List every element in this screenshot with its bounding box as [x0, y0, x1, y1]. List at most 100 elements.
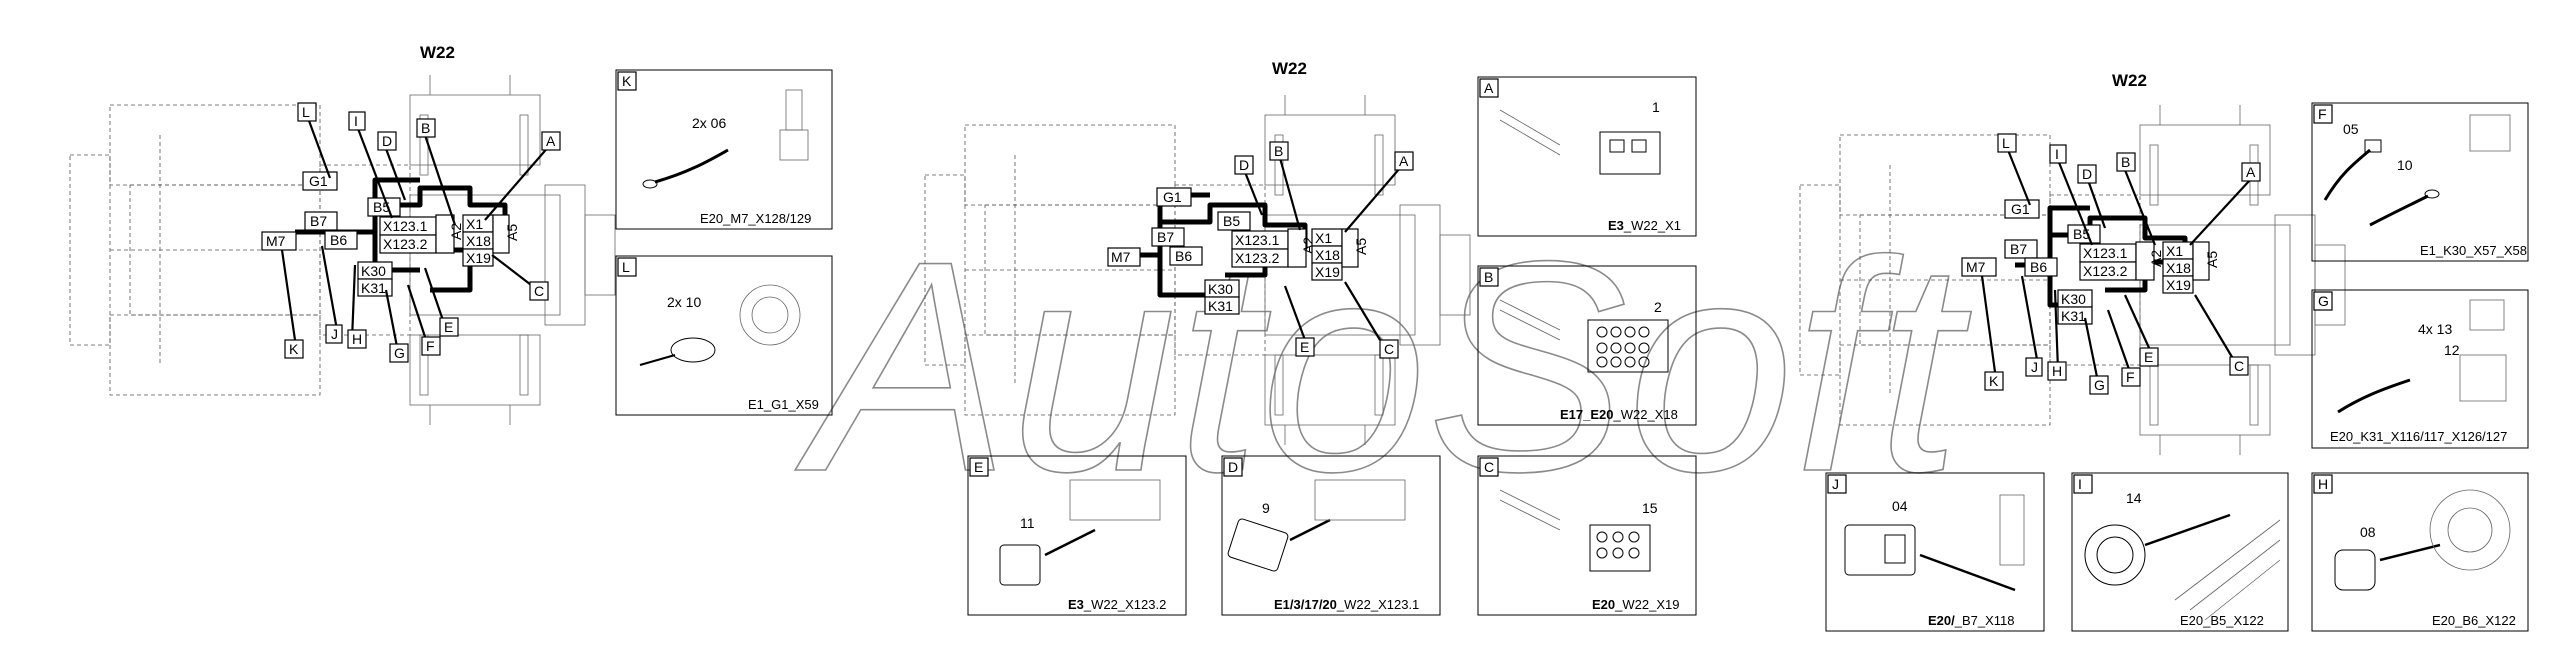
svg-text:A5: A5 [2204, 251, 2220, 268]
watermark-text: AutoSoft [791, 198, 1971, 534]
tag-B: B [2116, 152, 2136, 172]
tag-E: E [2139, 347, 2159, 367]
svg-text:K31: K31 [2061, 308, 2086, 324]
svg-text:I: I [354, 113, 358, 129]
part-caption: E1_G1_X59 [748, 397, 819, 412]
connector-g1: G1 [302, 171, 338, 191]
tag-F: F [2121, 367, 2141, 387]
svg-text:B: B [2121, 154, 2130, 170]
tag-J: J [325, 324, 343, 344]
panel-tag: E [974, 459, 983, 475]
svg-text:X18: X18 [466, 233, 491, 249]
svg-text:A2: A2 [448, 223, 464, 240]
tag-K: K [284, 339, 304, 359]
tag-E: E [1295, 337, 1315, 357]
svg-text:K31: K31 [361, 280, 386, 296]
svg-text:G: G [2094, 377, 2105, 393]
connector-k30: K30 [1204, 279, 1240, 298]
detail-panel-d: D 9 E1/3/17/20_W22_X123.1 [1221, 455, 1441, 616]
connector-m7: M7 [261, 231, 297, 251]
panel-tag: F [2318, 106, 2327, 122]
part-caption: E20_W22_X19 [1592, 597, 1679, 612]
tag-H: H [347, 329, 367, 349]
part-caption: E20_B5_X122 [2180, 613, 2264, 628]
svg-text:K: K [289, 341, 299, 357]
svg-text:B7: B7 [310, 213, 327, 229]
tag-A: A [1394, 151, 1414, 171]
part-quantity-secondary: 12 [2444, 342, 2460, 358]
tag-C: C [2229, 356, 2249, 376]
svg-text:X1: X1 [1315, 230, 1332, 246]
svg-text:A: A [1399, 153, 1409, 169]
detail-panel-b: B 2 E17_E20_W22_X18 [1477, 265, 1697, 426]
svg-text:G1: G1 [309, 173, 328, 189]
svg-text:J: J [331, 326, 338, 342]
detail-panel-l: L 2x 10 E1_G1_X59 [615, 255, 833, 416]
svg-text:B7: B7 [1157, 229, 1174, 245]
part-quantity: 2x 06 [692, 115, 726, 131]
part-caption: E20_K31_X116/117_X126/127 [2330, 429, 2507, 444]
svg-text:X1: X1 [466, 216, 483, 232]
detail-panel-g: G 4x 13 12 E20_K31_X116/117_X126/127 [2311, 289, 2529, 449]
part-caption: E20/_B7_X118 [1928, 613, 2015, 628]
panel-tag: G [2318, 293, 2329, 309]
panel-tag: C [1484, 459, 1494, 475]
tag-D: D [2077, 164, 2097, 184]
tag-G: G [389, 343, 409, 363]
connector-b7: B7 [1151, 227, 1185, 247]
svg-text:X123.1: X123.1 [2083, 245, 2128, 261]
part-quantity: 15 [1642, 500, 1658, 516]
connector-x123-2: X123.2 [379, 234, 437, 254]
tag-B: B [416, 118, 436, 138]
panel-tag: I [2078, 476, 2082, 492]
diagram-3: W22 G1 B7 B6 M7 B5 X123.1 X123.2 A2 X1 X… [1799, 71, 2346, 456]
detail-panel-c: C 15 E20_W22_X19 [1477, 455, 1697, 616]
connector-x123-1: X123.1 [379, 216, 437, 236]
detail-panel-f: F 05 10 E1_K30_X57_X58 [2311, 102, 2529, 262]
part-quantity: 9 [1262, 500, 1270, 516]
connector-a5: A5 [1341, 228, 1369, 268]
svg-text:I: I [2055, 146, 2059, 162]
svg-text:L: L [2002, 135, 2010, 151]
connector-k31: K31 [357, 278, 393, 297]
tag-K: K [1984, 371, 2004, 391]
svg-text:E: E [2144, 349, 2153, 365]
connector-a5: A5 [492, 214, 520, 254]
panel-tag: D [1228, 459, 1238, 475]
part-caption: E20_B6_X122 [2432, 613, 2516, 628]
connector-x1: X1 [2162, 241, 2194, 260]
tag-B: B [1269, 141, 1289, 161]
panel-tag: A [1484, 80, 1494, 96]
tag-J: J [2025, 357, 2043, 377]
connector-x19: X19 [1311, 262, 1343, 281]
part-caption: E3_W22_X1 [1608, 218, 1681, 233]
svg-text:B6: B6 [2030, 259, 2047, 275]
part-caption: E1/3/17/20_W22_X123.1 [1274, 597, 1419, 612]
tag-H: H [2047, 361, 2067, 381]
panel-tag: H [2318, 476, 2328, 492]
svg-text:X123.2: X123.2 [1235, 250, 1280, 266]
connector-b6: B6 [1169, 246, 1203, 266]
panel-tag: K [622, 73, 632, 89]
svg-text:X123.2: X123.2 [383, 236, 428, 252]
svg-text:M7: M7 [1966, 259, 1986, 275]
svg-text:M7: M7 [266, 233, 286, 249]
svg-text:X18: X18 [1315, 247, 1340, 263]
svg-text:X1: X1 [2166, 243, 2183, 259]
svg-text:H: H [352, 331, 362, 347]
detail-panel-j: J 04 E20/_B7_X118 [1825, 472, 2045, 632]
svg-text:X18: X18 [2166, 260, 2191, 276]
svg-text:C: C [534, 283, 544, 299]
tag-L: L [1997, 133, 2017, 153]
connector-b5: B5 [1217, 211, 1251, 231]
svg-text:K: K [1989, 373, 1999, 389]
part-quantity: 14 [2126, 490, 2142, 506]
diagram-2-title: W22 [1272, 59, 1307, 78]
part-quantity: 1 [1652, 99, 1660, 115]
part-quantity: 11 [1020, 515, 1035, 531]
tag-I: I [348, 111, 366, 131]
watermark: AutoSoft [790, 197, 1972, 535]
svg-text:L: L [302, 104, 310, 120]
svg-text:A: A [546, 133, 556, 149]
